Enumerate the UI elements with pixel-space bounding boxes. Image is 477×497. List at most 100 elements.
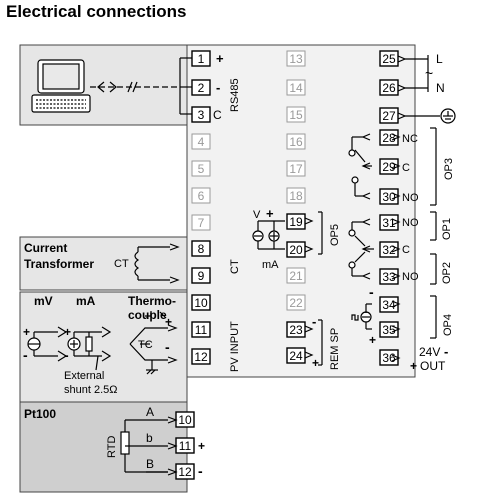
terminal-18: 18 bbox=[286, 187, 306, 204]
terminal-25: 25 bbox=[379, 50, 399, 67]
terminal-12: 12 bbox=[191, 348, 211, 365]
ct-coil-label: CT bbox=[114, 258, 129, 270]
terminal-35: 35 bbox=[379, 321, 399, 338]
pt100-panel bbox=[19, 401, 188, 493]
rs485-c: C bbox=[213, 108, 222, 122]
terminal-30-number: 30 bbox=[382, 190, 396, 204]
terminal-3: 3 bbox=[191, 106, 211, 123]
pv-minus-1: - bbox=[23, 347, 28, 363]
op4-wiring bbox=[351, 295, 437, 339]
terminal-pt100-11-number: 11 bbox=[179, 439, 192, 453]
pt100-wire-a: A bbox=[146, 405, 154, 419]
supply-line2: OUT bbox=[420, 359, 446, 373]
rs485-label: RS485 bbox=[229, 78, 241, 112]
rem-sp-wiring bbox=[304, 319, 323, 366]
supply-wiring bbox=[391, 354, 401, 362]
terminal-33: 33 bbox=[379, 268, 399, 285]
terminal-27-number: 27 bbox=[382, 109, 396, 123]
op5-label: OP5 bbox=[329, 224, 341, 246]
terminal-pt100-11: 11 bbox=[175, 437, 195, 454]
op4-label: OP4 bbox=[442, 314, 454, 336]
op3-c: C bbox=[402, 162, 410, 174]
ct-side-label: CT bbox=[229, 259, 241, 274]
pv-minus-2: - bbox=[64, 347, 69, 363]
pt100-rtd-label: RTD bbox=[106, 436, 118, 458]
terminal-29-number: 29 bbox=[382, 160, 396, 174]
terminal-3-number: 3 bbox=[198, 108, 205, 122]
pv-shunt-1: External bbox=[64, 370, 104, 382]
terminal-14: 14 bbox=[286, 79, 306, 96]
terminal-pt100-12-number: 12 bbox=[178, 465, 192, 479]
terminal-1: 1 bbox=[191, 50, 211, 67]
terminal-9-number: 9 bbox=[198, 269, 205, 283]
terminal-33-number: 33 bbox=[382, 270, 396, 284]
pv-plus-3: + bbox=[165, 315, 172, 329]
pt100-title: Pt100 bbox=[24, 407, 56, 421]
terminal-21-number: 21 bbox=[289, 269, 303, 283]
terminal-11-number: 11 bbox=[195, 323, 208, 337]
terminal-7: 7 bbox=[191, 214, 211, 231]
op5-plus: + bbox=[266, 206, 274, 221]
terminal-5: 5 bbox=[191, 160, 211, 177]
pt100-wire-b2: B bbox=[146, 457, 154, 471]
terminal-23-number: 23 bbox=[289, 323, 303, 337]
terminal-36-number: 36 bbox=[382, 351, 396, 365]
terminal-9: 9 bbox=[191, 267, 211, 284]
op5-ma: mA bbox=[262, 259, 279, 271]
pv-shunt-2: shunt 2.5Ω bbox=[64, 384, 117, 396]
terminal-8: 8 bbox=[191, 240, 211, 257]
terminal-6-number: 6 bbox=[198, 189, 205, 203]
pv-ma-label: mA bbox=[76, 294, 96, 308]
terminal-17-number: 17 bbox=[289, 162, 303, 176]
terminal-20: 20 bbox=[286, 241, 306, 258]
terminal-14-number: 14 bbox=[289, 81, 303, 95]
pv-plus-1: + bbox=[23, 325, 30, 339]
rs485-plus: + bbox=[216, 51, 224, 66]
terminal-31: 31 bbox=[379, 214, 399, 231]
supply-line1: 24V bbox=[419, 345, 440, 359]
terminal-35-number: 35 bbox=[382, 323, 396, 337]
op2-label: OP2 bbox=[441, 262, 453, 284]
supply-plus: + bbox=[410, 359, 417, 373]
rem-minus: - bbox=[312, 314, 316, 329]
supply-minus: - bbox=[444, 344, 448, 359]
terminal-28-number: 28 bbox=[382, 131, 396, 145]
terminal-32: 32 bbox=[379, 241, 399, 258]
terminal-6: 6 bbox=[191, 187, 211, 204]
terminal-17: 17 bbox=[286, 160, 306, 177]
pv-thermo-1: Thermo- bbox=[128, 294, 176, 308]
op3-nc: NC bbox=[402, 133, 418, 145]
terminal-25-number: 25 bbox=[382, 52, 396, 66]
terminal-13: 13 bbox=[286, 50, 306, 67]
ground-icon bbox=[440, 108, 456, 124]
serial-cable bbox=[90, 57, 192, 115]
mains-l-label: L bbox=[436, 52, 443, 66]
terminal-15-number: 15 bbox=[289, 108, 303, 122]
terminal-12-number: 12 bbox=[194, 350, 208, 364]
computer-icon bbox=[31, 59, 91, 113]
terminal-24-number: 24 bbox=[289, 349, 303, 363]
ct-panel bbox=[19, 236, 188, 291]
terminal-22-number: 22 bbox=[289, 296, 303, 310]
terminal-13-number: 13 bbox=[289, 52, 303, 66]
terminal-22: 22 bbox=[286, 294, 306, 311]
terminal-34-number: 34 bbox=[382, 298, 396, 312]
terminal-19-number: 19 bbox=[289, 215, 303, 229]
terminal-30: 30 bbox=[379, 188, 399, 205]
terminal-15: 15 bbox=[286, 106, 306, 123]
op5-wiring bbox=[252, 211, 323, 255]
op1-label: OP1 bbox=[441, 218, 453, 240]
mains-tilde: ~ bbox=[425, 65, 433, 81]
mains-n-label: N bbox=[436, 81, 445, 95]
op5-v: V bbox=[253, 209, 261, 221]
terminal-18-number: 18 bbox=[289, 189, 303, 203]
terminal-36: 36 bbox=[379, 349, 399, 366]
terminal-16-number: 16 bbox=[289, 135, 303, 149]
terminal-31-number: 31 bbox=[382, 216, 396, 230]
terminal-32-number: 32 bbox=[382, 243, 396, 257]
terminal-5-number: 5 bbox=[198, 162, 205, 176]
rs485-minus: - bbox=[216, 80, 220, 95]
terminal-4: 4 bbox=[191, 133, 211, 150]
rem-plus: + bbox=[312, 356, 319, 370]
